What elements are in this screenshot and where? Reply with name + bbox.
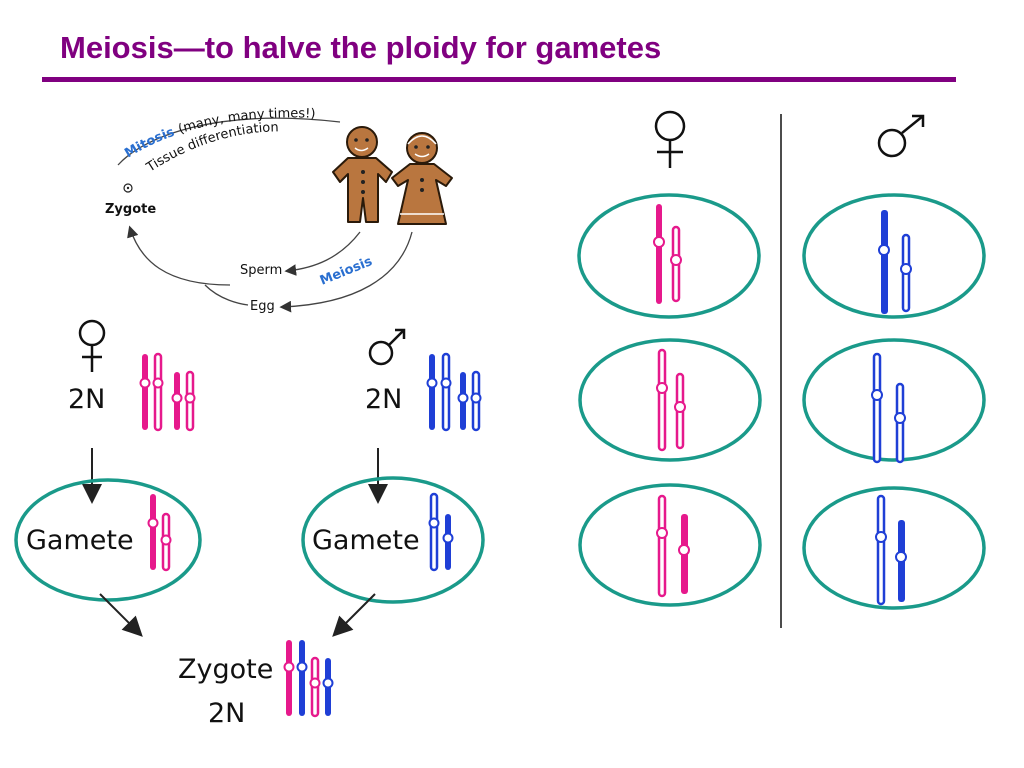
male-gamete-cell bbox=[802, 338, 986, 462]
zygote-ploidy-label: 2N bbox=[208, 698, 246, 729]
mitosis-arc bbox=[117, 117, 341, 166]
zygote-chromosomes bbox=[283, 640, 334, 718]
female-cell-chromosomes bbox=[656, 348, 686, 452]
female-gamete-label: Gamete bbox=[26, 525, 134, 556]
male-gamete-cell bbox=[802, 193, 986, 319]
male-symbol-icon bbox=[368, 328, 406, 366]
female-ploidy-label: 2N bbox=[68, 384, 106, 415]
male-cell-chromosomes bbox=[875, 494, 907, 606]
egg-label: Egg bbox=[250, 299, 275, 314]
sperm-arc bbox=[284, 231, 361, 276]
male-cell-chromosomes bbox=[878, 210, 912, 314]
male-cell-chromosomes bbox=[871, 352, 906, 464]
female-gamete-cell bbox=[577, 193, 761, 319]
left-panel-graphics bbox=[14, 319, 485, 718]
egg-arc bbox=[279, 231, 413, 313]
female-fertilization-arrow bbox=[99, 593, 143, 637]
female-cell-chromosomes bbox=[656, 494, 690, 598]
female-2n-chromosomes bbox=[139, 352, 196, 432]
zygote-return-arc bbox=[127, 225, 231, 286]
male-gamete-cell bbox=[802, 486, 986, 610]
right-panel-graphics bbox=[577, 110, 986, 628]
male-gamete-chromosomes bbox=[428, 492, 454, 572]
male-2n-chromosomes bbox=[426, 352, 482, 432]
slide-title: Meiosis—to halve the ploidy for gametes bbox=[60, 30, 662, 65]
male-fertilization-arrow bbox=[332, 593, 376, 637]
female-symbol-icon bbox=[78, 319, 106, 372]
male-ploidy-label: 2N bbox=[365, 384, 403, 415]
female-symbol-icon bbox=[654, 110, 686, 168]
gingerbread-couple-icon bbox=[332, 126, 453, 225]
female-gamete-cell bbox=[578, 483, 762, 607]
female-gamete-chromosomes bbox=[147, 494, 172, 572]
sperm-label: Sperm bbox=[240, 263, 283, 278]
female-gamete-cell bbox=[578, 338, 762, 462]
title-rule bbox=[42, 77, 956, 82]
female-gamete-cell bbox=[14, 478, 202, 602]
female-cell-chromosomes bbox=[653, 204, 682, 304]
life-cycle-diagram: Mitosis(many, many times!) Tissue differ… bbox=[117, 106, 453, 313]
male-gamete-cell bbox=[301, 476, 485, 604]
zygote-dot-icon bbox=[123, 183, 133, 193]
male-symbol-icon bbox=[877, 114, 925, 158]
male-gamete-label: Gamete bbox=[312, 525, 420, 556]
zygote-cycle-label: Zygote bbox=[105, 202, 157, 217]
zygote-label: Zygote bbox=[178, 654, 274, 685]
